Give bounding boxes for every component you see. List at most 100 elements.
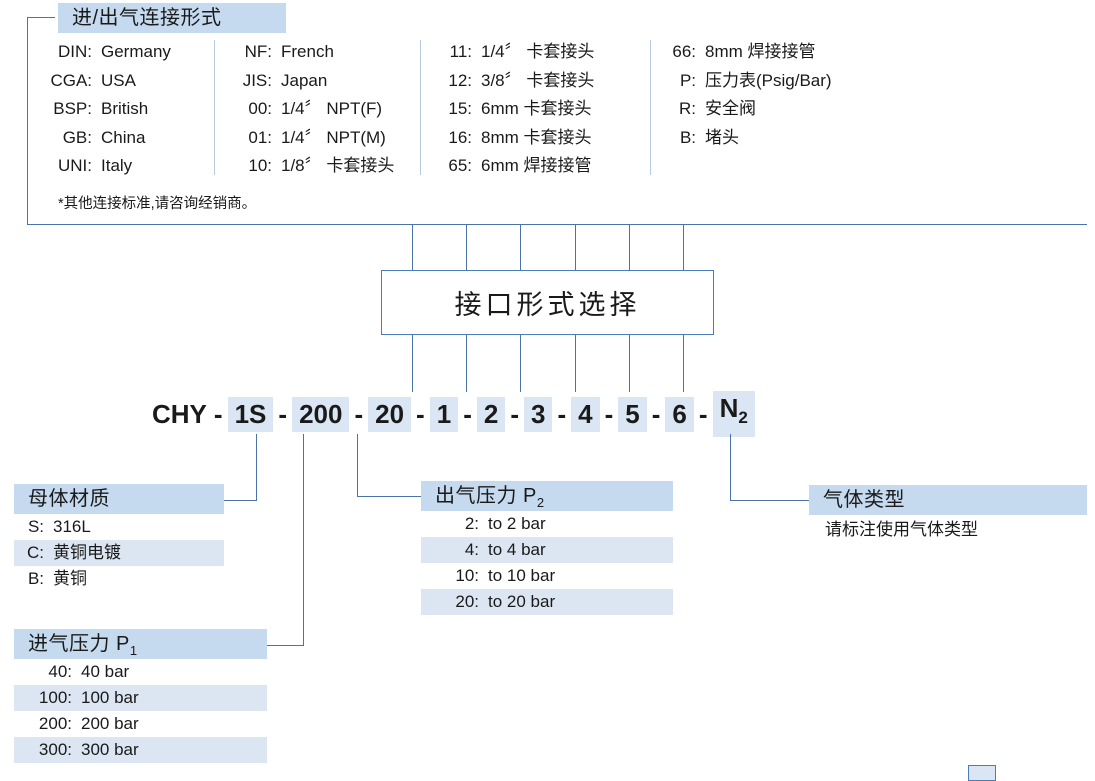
part-number-separator: - — [698, 399, 708, 429]
part-number-separator: - — [416, 399, 425, 429]
connection-option: 15:6mm 卡套接头 — [438, 95, 643, 124]
gas-type-title: 气体类型 — [809, 485, 1087, 515]
connection-option-key: 11: — [449, 42, 472, 61]
part-number-separator: - — [463, 399, 472, 429]
outlet-pressure-option-key: 4: — [464, 540, 479, 559]
connection-option-value: 1/4〞 卡套接头 — [481, 42, 595, 61]
connection-option-key: NF: — [244, 42, 272, 61]
inlet-pressure-option: 200:200 bar — [14, 711, 267, 737]
connection-option-value: British — [101, 99, 149, 118]
outlet-pressure-option: 10:to 10 bar — [421, 563, 673, 589]
part-number-segment: 200 — [292, 396, 350, 432]
inlet-pressure-option-value: 40 bar — [81, 662, 130, 681]
connection-option-key: DIN: — [58, 42, 92, 61]
connection-option-value: China — [101, 127, 146, 147]
connector-up-4 — [575, 225, 576, 270]
connection-option: 01:1/4〞 NPT(M) — [232, 124, 412, 153]
part-number-separator: - — [278, 399, 288, 429]
connection-option: 00:1/4〞 NPT(F) — [232, 95, 412, 124]
body-material-option-key: S: — [27, 517, 44, 536]
bracket-gas-hline — [730, 500, 809, 501]
connection-types-bracket-stub — [27, 17, 55, 18]
body-material-option: B:黄铜 — [14, 566, 224, 592]
connector-up-5 — [629, 225, 630, 270]
connection-option-key: CGA: — [50, 70, 92, 90]
bracket-p2-hline — [357, 496, 421, 497]
connector-down-5 — [629, 335, 630, 392]
outlet-pressure-option: 4:to 4 bar — [421, 537, 673, 563]
part-number-separator: - — [557, 399, 567, 429]
inlet-pressure-option: 40: 40 bar — [14, 659, 267, 685]
connection-option-value: 1/4〞 NPT(M) — [281, 127, 386, 147]
part-number-segment: 20 — [368, 396, 412, 432]
connection-option-key: 12: — [448, 70, 472, 90]
connector-down-3 — [520, 335, 521, 392]
inlet-pressure-title: 进气压力 P1 — [14, 629, 267, 659]
connection-option-key: JIS: — [242, 70, 272, 90]
bracket-p1-hline — [267, 645, 304, 646]
body-material-option-key: B: — [27, 569, 44, 588]
connector-down-4 — [575, 335, 576, 392]
part-number-prefix: CHY — [152, 399, 207, 429]
connection-option-key: B: — [679, 127, 696, 147]
outlet-pressure-option-value: to 10 bar — [488, 566, 556, 585]
part-number-subscript: 2 — [738, 408, 748, 428]
connection-option-key: 00: — [248, 99, 272, 118]
connection-option-value: French — [281, 42, 334, 61]
connection-option-value: 3/8〞 卡套接头 — [481, 70, 595, 90]
connection-option: 10:1/8〞 卡套接头 — [232, 152, 412, 181]
bracket-p2-vline — [357, 434, 358, 496]
outlet-pressure-title-sub: 2 — [536, 495, 545, 510]
connection-option-value: Germany — [101, 42, 171, 61]
connection-option: NF: French — [232, 38, 412, 67]
gas-type-note: 请标注使用气体类型 — [825, 520, 978, 539]
outlet-pressure-option-key: 2: — [464, 514, 479, 533]
part-number-separator: - — [510, 399, 519, 429]
connection-option: 11: 1/4〞 卡套接头 — [438, 38, 643, 67]
connector-up-2 — [466, 225, 467, 270]
outlet-pressure-title: 出气压力 P2 — [421, 481, 673, 511]
connector-down-6 — [683, 335, 684, 392]
inlet-pressure-option-key: 100: — [38, 688, 72, 707]
outlet-pressure-option: 20:to 20 bar — [421, 589, 673, 615]
connection-option: R:安全阀 — [662, 95, 882, 124]
outlet-pressure-option: 2:to 2 bar — [421, 511, 673, 537]
connector-up-6 — [683, 225, 684, 270]
bracket-material-vline — [256, 434, 257, 500]
connection-option: UNI:Italy — [48, 152, 208, 181]
connection-types-panel — [27, 17, 1087, 225]
body-material-option-value: 黄铜电镀 — [53, 543, 121, 562]
connection-option-key: 16: — [448, 127, 472, 147]
connection-option-value: 安全阀 — [705, 99, 756, 118]
connection-option-key: 66: — [672, 42, 696, 61]
connection-option-key: BSP: — [53, 99, 92, 118]
part-number-segment: 3 — [524, 396, 553, 432]
interface-selection-box: 接口形式选择 — [381, 270, 714, 335]
connection-option: BSP: British — [48, 95, 208, 124]
column-divider-3 — [650, 40, 651, 175]
inlet-pressure-option: 300:300 bar — [14, 737, 267, 763]
connector-up-1 — [412, 225, 413, 270]
connector-down-2 — [466, 335, 467, 392]
part-number-segment: 5 — [618, 396, 647, 432]
inlet-pressure-option-key: 40: — [48, 662, 72, 681]
connection-option-key: 15: — [448, 99, 472, 118]
connection-option: CGA: USA — [48, 67, 208, 96]
connection-option: P:压力表(Psig/Bar) — [662, 67, 882, 96]
part-number-separator: - — [354, 399, 364, 429]
connector-up-3 — [520, 225, 521, 270]
connection-option-value: 1/8〞 卡套接头 — [281, 156, 395, 175]
connection-types-title: 进/出气连接形式 — [58, 3, 286, 33]
inlet-pressure-option: 100:100 bar — [14, 685, 267, 711]
bracket-gas-vline — [730, 434, 731, 500]
bracket-p1-vline — [303, 434, 304, 645]
inlet-pressure-option-key: 200: — [38, 714, 72, 733]
body-material-option-key: C: — [27, 543, 44, 562]
column-divider-1 — [214, 40, 215, 175]
connection-option-value: USA — [101, 70, 136, 90]
